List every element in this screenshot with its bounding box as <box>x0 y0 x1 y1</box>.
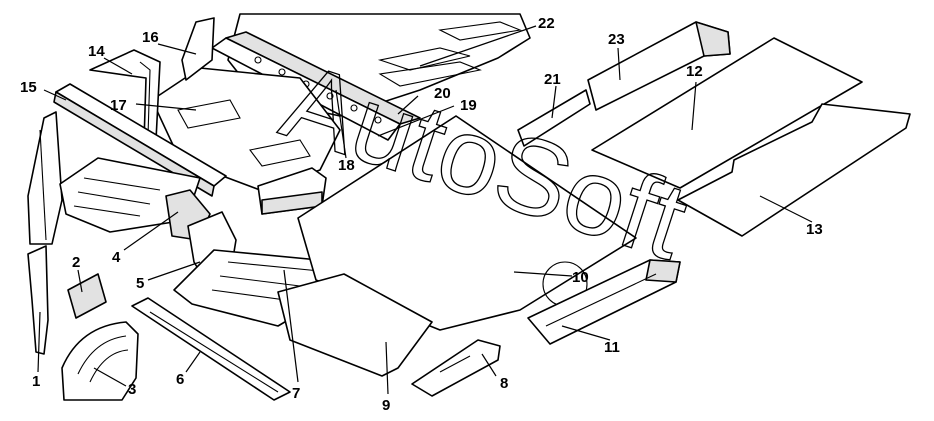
callout-19: 19 <box>460 97 477 114</box>
part-side-wall[interactable] <box>27 111 63 245</box>
callout-7: 7 <box>292 385 300 402</box>
part-16-pillar[interactable] <box>181 17 215 81</box>
callout-1: 1 <box>32 373 40 390</box>
part-11-bumper-support[interactable] <box>527 259 681 345</box>
part-2-bracket[interactable] <box>67 273 107 319</box>
callout-21: 21 <box>544 71 561 88</box>
callout-23: 23 <box>608 31 625 48</box>
callout-2: 2 <box>72 254 80 271</box>
callout-15: 15 <box>20 79 37 96</box>
callout-3: 3 <box>128 381 136 398</box>
part-13-mat-lower[interactable] <box>677 103 911 237</box>
callout-4: 4 <box>112 249 121 266</box>
part-9-rear-floor[interactable] <box>277 273 433 377</box>
part-12-mat-upper[interactable] <box>591 37 863 189</box>
callout-20: 20 <box>434 85 451 102</box>
part-3-wheel-arch[interactable] <box>61 321 139 401</box>
callout-9: 9 <box>382 397 390 414</box>
callout-17: 17 <box>110 97 127 114</box>
callout-16: 16 <box>142 29 159 46</box>
callout-13: 13 <box>806 221 823 238</box>
part-21-rail[interactable] <box>517 89 591 147</box>
callout-18: 18 <box>338 157 355 174</box>
callout-6: 6 <box>176 371 184 388</box>
part-1-strut[interactable] <box>27 245 49 355</box>
callout-22: 22 <box>538 15 555 32</box>
callout-10: 10 <box>572 269 589 286</box>
callout-11: 11 <box>604 339 620 356</box>
part-8-plate[interactable] <box>411 339 501 397</box>
part-6-sill-strip[interactable] <box>131 297 291 401</box>
callout-12: 12 <box>686 63 703 80</box>
part-19-main-floor[interactable] <box>297 115 637 331</box>
callout-5: 5 <box>136 275 144 292</box>
part-23-long-rail[interactable] <box>587 21 731 111</box>
leader-lines <box>37 25 813 395</box>
part-18-seat-riser[interactable] <box>257 167 327 215</box>
callout-8: 8 <box>500 375 508 392</box>
part-15-sill-beam[interactable] <box>53 83 227 197</box>
callouts: 1 2 3 4 5 6 7 8 9 10 11 12 13 14 15 16 1… <box>20 15 823 414</box>
callout-14: 14 <box>88 43 105 60</box>
